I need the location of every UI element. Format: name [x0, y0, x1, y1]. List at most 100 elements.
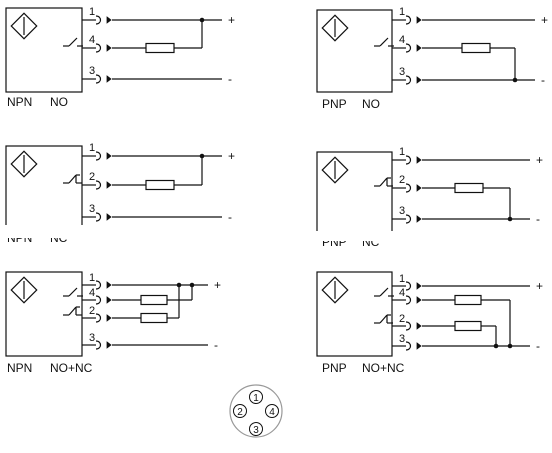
- proximity-sensor-icon: [10, 12, 38, 40]
- connector-tip-icon: [405, 321, 412, 331]
- connector-tip-icon: [95, 212, 102, 222]
- connector-tip-icon: [405, 43, 412, 53]
- plus-sign: +: [536, 153, 543, 167]
- resistor-load-icon: [145, 179, 175, 191]
- pin-number: 1: [399, 6, 405, 18]
- sensor-box: [316, 9, 393, 93]
- caption-clip-overlay: [0, 225, 110, 238]
- plus-sign: +: [541, 13, 548, 27]
- pin-number: 1: [399, 146, 405, 158]
- normally-open-switch-icon: [374, 37, 394, 47]
- resistor-load-icon: [454, 320, 482, 332]
- connector-tip-icon: [405, 281, 412, 291]
- resistor-load-icon: [140, 312, 168, 324]
- connector-tip-icon: [405, 183, 412, 193]
- plus-sign: +: [536, 279, 543, 293]
- connector-tip-icon: [95, 74, 102, 84]
- pin-number: 3: [89, 65, 95, 77]
- resistor-load-icon: [145, 42, 175, 54]
- caption-npn-no-output: NO: [50, 95, 68, 109]
- arrow-icon: [416, 296, 422, 304]
- connector-tip-icon: [95, 15, 102, 25]
- pin-number: 1: [89, 142, 95, 154]
- junction-dot: [199, 17, 205, 23]
- arrow-icon: [106, 296, 112, 304]
- proximity-sensor-icon: [10, 150, 38, 178]
- resistor-load-icon: [461, 42, 491, 54]
- sensor-box: [5, 7, 83, 93]
- pin-number: 2: [399, 313, 405, 325]
- arrow-icon: [106, 44, 112, 52]
- caption-pnp-nonc-output: NO+NC: [362, 361, 405, 375]
- normally-closed-switch-icon: [374, 177, 393, 187]
- connector-tip-icon: [95, 43, 102, 53]
- minus-sign: -: [541, 73, 545, 87]
- connector-tip-icon: [405, 214, 412, 224]
- caption-npn-nonc-type: NPN: [7, 361, 33, 375]
- connector-tip-icon: [405, 341, 412, 351]
- junction-dot: [176, 282, 182, 288]
- pin-number: 3: [89, 332, 95, 344]
- junction-dot: [507, 216, 513, 222]
- arrow-icon: [416, 44, 422, 52]
- connector-pin: [249, 390, 263, 404]
- proximity-sensor-icon: [321, 14, 349, 42]
- pin-number: 4: [399, 287, 405, 299]
- arrow-icon: [416, 282, 422, 290]
- arrow-icon: [416, 342, 422, 350]
- connector-pin: [265, 404, 279, 418]
- resistor-load-icon: [140, 294, 168, 306]
- pin-number: 1: [399, 273, 405, 285]
- normally-closed-switch-icon: [63, 174, 82, 184]
- minus-sign: -: [536, 339, 540, 353]
- arrow-icon: [416, 156, 422, 164]
- connector-pin-number: 2: [237, 407, 243, 418]
- minus-sign: -: [214, 338, 218, 352]
- pin-number: 1: [89, 272, 95, 284]
- junction-dot: [507, 343, 513, 349]
- proximity-sensor-icon: [321, 156, 349, 184]
- plus-sign: +: [228, 13, 235, 27]
- minus-sign: -: [228, 72, 232, 86]
- connector-pin: [249, 422, 263, 436]
- pin-number: 3: [399, 66, 405, 78]
- resistor-load-icon: [454, 182, 484, 194]
- pin-number: 4: [89, 34, 95, 46]
- arrow-icon: [106, 314, 112, 322]
- connector-tip-icon: [405, 295, 412, 305]
- connector-pin-number: 1: [253, 393, 259, 404]
- arrow-icon: [106, 152, 112, 160]
- connector-tip-icon: [95, 280, 102, 290]
- connector-tip-icon: [95, 340, 102, 350]
- diagram-pnp-nc: 123+-: [316, 146, 543, 235]
- arrow-icon: [106, 181, 112, 189]
- pin-number: 2: [399, 174, 405, 186]
- normally-open-switch-icon: [374, 287, 394, 297]
- caption-clip-overlay: [316, 231, 426, 241]
- normally-closed-switch-icon: [374, 314, 393, 324]
- connector-tip-icon: [95, 180, 102, 190]
- arrow-icon: [416, 184, 422, 192]
- arrow-icon: [106, 281, 112, 289]
- pin-number: 2: [89, 171, 95, 183]
- proximity-sensor-icon: [321, 276, 349, 304]
- caption-pnp-nonc-type: PNP: [322, 361, 347, 375]
- arrow-icon: [106, 16, 112, 24]
- junction-dot: [189, 282, 195, 288]
- connector-tip-icon: [405, 15, 412, 25]
- arrow-icon: [106, 341, 112, 349]
- plus-sign: +: [228, 149, 235, 163]
- connector-tip-icon: [95, 313, 102, 323]
- caption-npn-nonc-output: NO+NC: [50, 361, 93, 375]
- arrow-icon: [106, 213, 112, 221]
- junction-dot: [199, 153, 205, 159]
- diagram-npn-nc: 123+-: [5, 142, 235, 231]
- normally-closed-switch-icon: [63, 306, 82, 316]
- diagram-npn-no: 143+-: [5, 6, 235, 93]
- connector-tip-icon: [405, 155, 412, 165]
